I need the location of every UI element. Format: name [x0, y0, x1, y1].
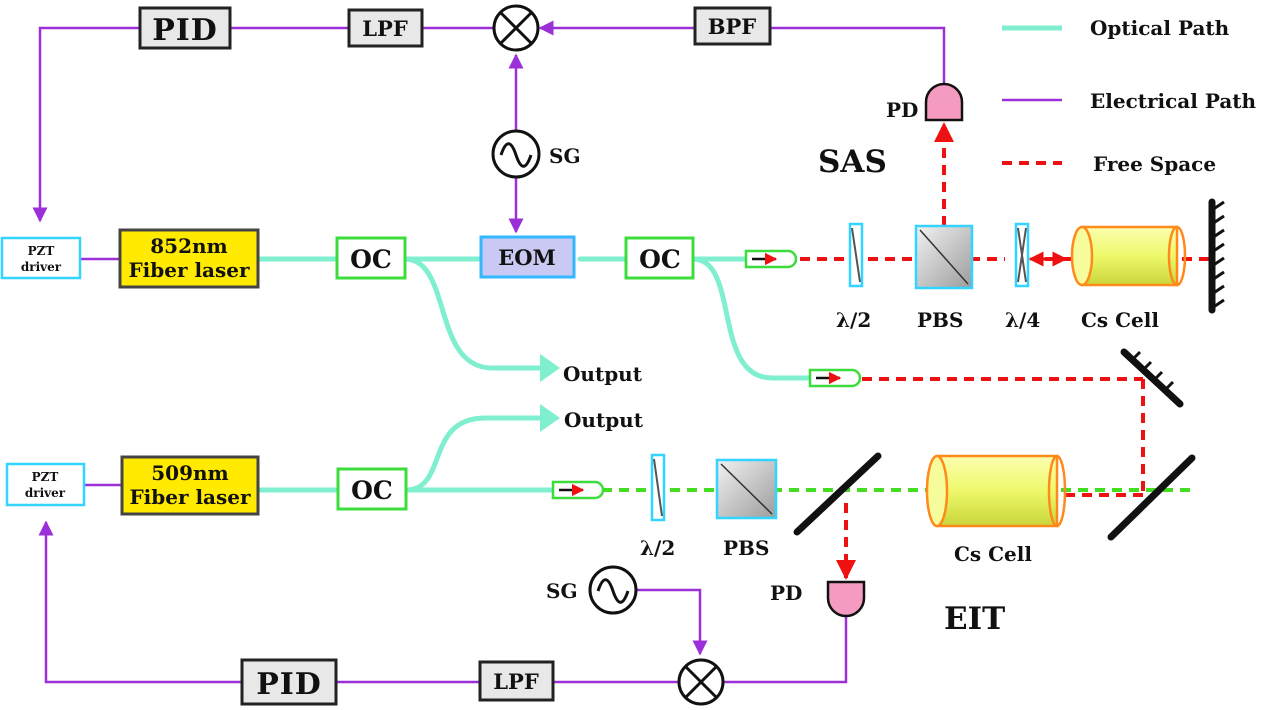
- bottom-electrical-paths: [38, 483, 848, 684]
- pzt-top-line1: PZT: [28, 244, 55, 258]
- pid-bottom-label: PID: [256, 667, 322, 702]
- output-top-label: Output: [563, 362, 643, 386]
- cs-cell-top-label: Cs Cell: [1081, 308, 1159, 332]
- half-wave-plate-top: λ/2: [836, 222, 871, 332]
- pbs-bottom: PBS: [715, 458, 778, 560]
- top-electrical-paths: [32, 20, 946, 261]
- legend-optical-label: Optical Path: [1090, 16, 1230, 40]
- eom-label: EOM: [498, 245, 556, 270]
- collimator-bottom: [551, 480, 605, 500]
- bpf-label: BPF: [708, 14, 757, 39]
- half-wave-bottom-label: λ/2: [640, 536, 675, 560]
- legend: Optical Path Electrical Path Free Space: [1002, 16, 1257, 176]
- pid-bottom: PID: [240, 658, 338, 706]
- oc-bottom-label: OC: [351, 476, 393, 505]
- mirror-retro: [1208, 198, 1225, 314]
- mirror-diagonal-top: [1120, 348, 1184, 408]
- top-fibers: [255, 256, 813, 381]
- mixer-top: [492, 4, 540, 52]
- pbs-top-label: PBS: [917, 308, 963, 332]
- mixer-bottom: [677, 658, 725, 706]
- signal-generator-bottom: SG: [546, 565, 638, 615]
- lpf-top-label: LPF: [362, 16, 408, 41]
- pbs-bottom-label: PBS: [723, 536, 769, 560]
- pzt-driver-bottom: PZT driver: [5, 462, 86, 507]
- quarter-wave-label: λ/4: [1005, 308, 1040, 332]
- quarter-wave-plate: λ/4: [1005, 222, 1040, 332]
- optical-coupler-bottom: OC: [336, 467, 408, 511]
- pd-top-label: PD: [886, 98, 918, 122]
- pbs-top: PBS: [914, 224, 974, 332]
- laser-852-line2: Fiber laser: [128, 258, 250, 282]
- collimator-top: [744, 249, 798, 269]
- oc-top-1-label: OC: [350, 245, 392, 274]
- pzt-bottom-line2: driver: [25, 486, 66, 500]
- sg-top-label: SG: [549, 144, 581, 168]
- pd-bottom-label: PD: [770, 581, 802, 605]
- laser-509nm: 509nm Fiber laser: [120, 455, 260, 516]
- pid-top-label: PID: [152, 13, 218, 48]
- lpf-bottom: LPF: [478, 660, 555, 702]
- bottom-free-space-beams: [602, 488, 1195, 580]
- lpf-top: LPF: [347, 8, 424, 48]
- legend-freespace-label: Free Space: [1093, 152, 1216, 176]
- pid-top: PID: [138, 6, 232, 50]
- bottom-fibers: [255, 415, 556, 493]
- output-bottom-label: Output: [564, 408, 644, 432]
- collimator-middle: [808, 368, 862, 388]
- eom: EOM: [479, 235, 576, 279]
- sas-label: SAS: [818, 144, 887, 180]
- legend-electrical-label: Electrical Path: [1090, 89, 1257, 113]
- sg-bottom-label: SG: [546, 579, 578, 603]
- optical-coupler-top-2: OC: [624, 236, 695, 280]
- cs-cell-bottom-label: Cs Cell: [954, 542, 1032, 566]
- pzt-bottom-line1: PZT: [32, 470, 59, 484]
- output-bottom: Output: [540, 404, 644, 432]
- signal-generator-top: SG: [491, 129, 581, 179]
- cs-cell-bottom: Cs Cell: [925, 454, 1067, 566]
- dichroic-mirror-left: [793, 452, 882, 536]
- half-wave-plate-bottom: λ/2: [640, 453, 675, 560]
- eit-label: EIT: [944, 601, 1005, 637]
- lpf-bottom-label: LPF: [493, 669, 539, 694]
- pzt-driver-top: PZT driver: [0, 236, 82, 280]
- dichroic-mirror-right: [1107, 454, 1196, 541]
- laser-509-line1: 509nm: [151, 461, 228, 485]
- laser-852-line1: 852nm: [150, 234, 227, 258]
- laser-509-line2: Fiber laser: [129, 485, 251, 509]
- oc-top-2-label: OC: [639, 245, 681, 274]
- photodetector-bottom: PD: [770, 580, 866, 618]
- bpf: BPF: [693, 6, 772, 46]
- pzt-top-line2: driver: [21, 260, 62, 274]
- photodetector-top: PD: [886, 82, 964, 122]
- laser-852nm: 852nm Fiber laser: [118, 228, 260, 289]
- output-top: Output: [540, 354, 643, 386]
- optical-coupler-top-1: OC: [335, 236, 407, 280]
- cs-cell-top: Cs Cell: [1070, 225, 1187, 332]
- half-wave-top-label: λ/2: [836, 308, 871, 332]
